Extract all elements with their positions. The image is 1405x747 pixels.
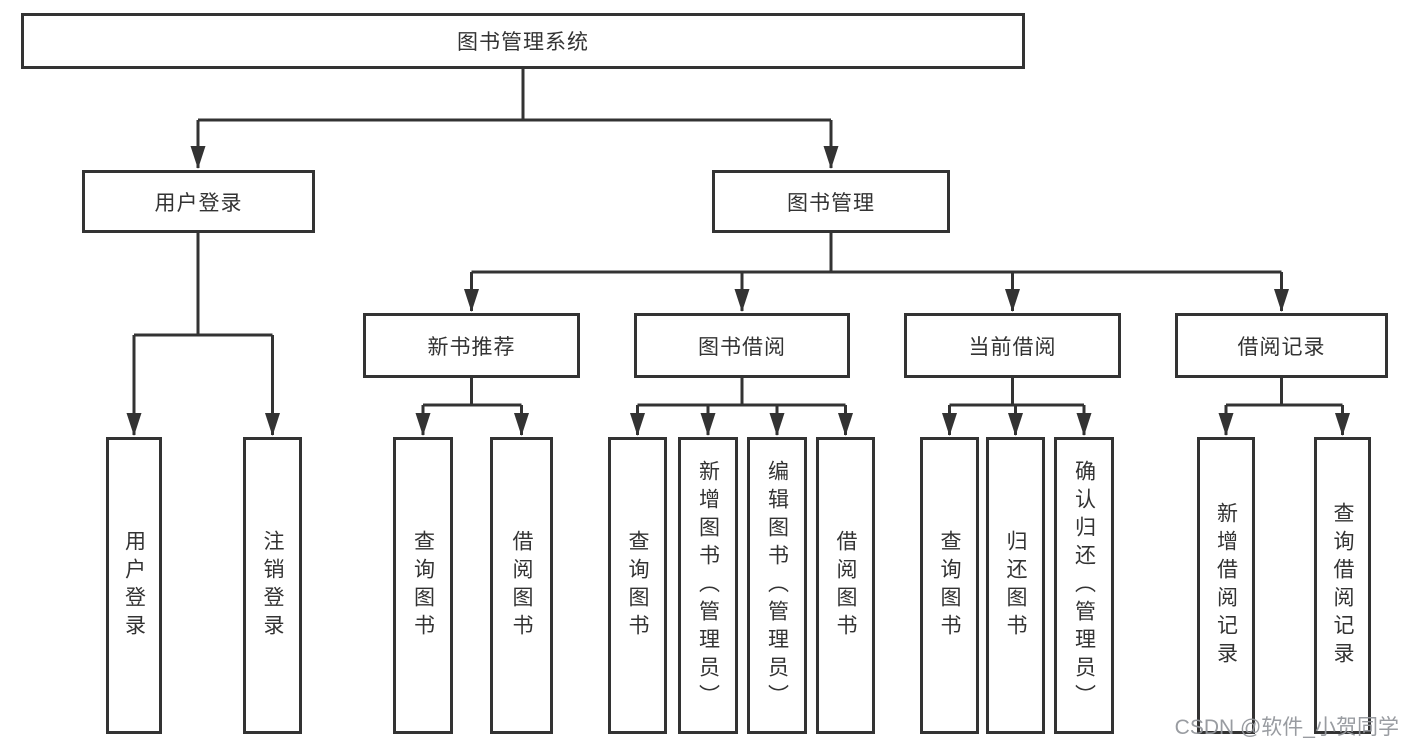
leaf-query-borrow-record: 查询借阅记录	[1314, 437, 1371, 734]
node-user-login: 用户登录	[82, 170, 315, 233]
leaf-confirm-return-admin: 确认归还（管理员）	[1054, 437, 1114, 734]
leaf-borrow-books-recommend-label: 借阅图书	[510, 529, 533, 642]
leaf-borrow-books: 借阅图书	[816, 437, 875, 734]
leaf-logout-label: 注销登录	[261, 529, 284, 642]
node-borrowing-records-label: 借阅记录	[1237, 335, 1326, 359]
leaf-borrow-books-recommend: 借阅图书	[490, 437, 553, 734]
node-library-system: 图书管理系统	[21, 13, 1025, 69]
node-library-system-label: 图书管理系统	[457, 31, 589, 54]
leaf-logout: 注销登录	[243, 437, 302, 734]
leaf-edit-book-admin-label: 编辑图书（管理员）	[765, 459, 789, 712]
leaf-return-books: 归还图书	[986, 437, 1045, 734]
leaf-query-books-borrowing-label: 查询图书	[626, 529, 649, 642]
node-new-book-recommendation-label: 新书推荐	[427, 335, 516, 359]
node-borrowing-records: 借阅记录	[1175, 313, 1388, 378]
leaf-add-borrow-record-label: 新增借阅记录	[1214, 501, 1238, 670]
leaf-query-books-recommend-label: 查询图书	[411, 529, 435, 642]
leaf-query-books-current-label: 查询图书	[938, 529, 961, 642]
leaf-add-book-admin-label: 新增图书（管理员）	[696, 459, 720, 712]
node-book-management: 图书管理	[712, 170, 950, 233]
node-new-book-recommendation: 新书推荐	[363, 313, 580, 378]
leaf-return-books-label: 归还图书	[1004, 529, 1027, 642]
leaf-edit-book-admin: 编辑图书（管理员）	[747, 437, 807, 734]
leaf-add-borrow-record: 新增借阅记录	[1197, 437, 1255, 734]
leaf-user-login-label: 用户登录	[122, 529, 146, 642]
connector-paths	[126, 69, 1350, 436]
leaf-query-borrow-record-label: 查询借阅记录	[1331, 501, 1354, 670]
leaf-user-login: 用户登录	[106, 437, 162, 734]
node-book-borrowing: 图书借阅	[634, 313, 850, 378]
node-book-borrowing-label: 图书借阅	[698, 335, 786, 359]
csdn-watermark: CSDN @软件_小贺同学	[1174, 716, 1399, 739]
leaf-query-books-borrowing: 查询图书	[608, 437, 667, 734]
node-user-login-label: 用户登录	[154, 191, 243, 215]
leaf-confirm-return-admin-label: 确认归还（管理员）	[1072, 459, 1096, 712]
leaf-borrow-books-label: 借阅图书	[834, 529, 857, 642]
leaf-add-book-admin: 新增图书（管理员）	[678, 437, 738, 734]
node-current-borrowing-label: 当前借阅	[968, 335, 1057, 359]
leaf-query-books-current: 查询图书	[920, 437, 979, 734]
node-book-management-label: 图书管理	[787, 191, 875, 215]
leaf-query-books-recommend: 查询图书	[393, 437, 453, 734]
node-current-borrowing: 当前借阅	[904, 313, 1121, 378]
